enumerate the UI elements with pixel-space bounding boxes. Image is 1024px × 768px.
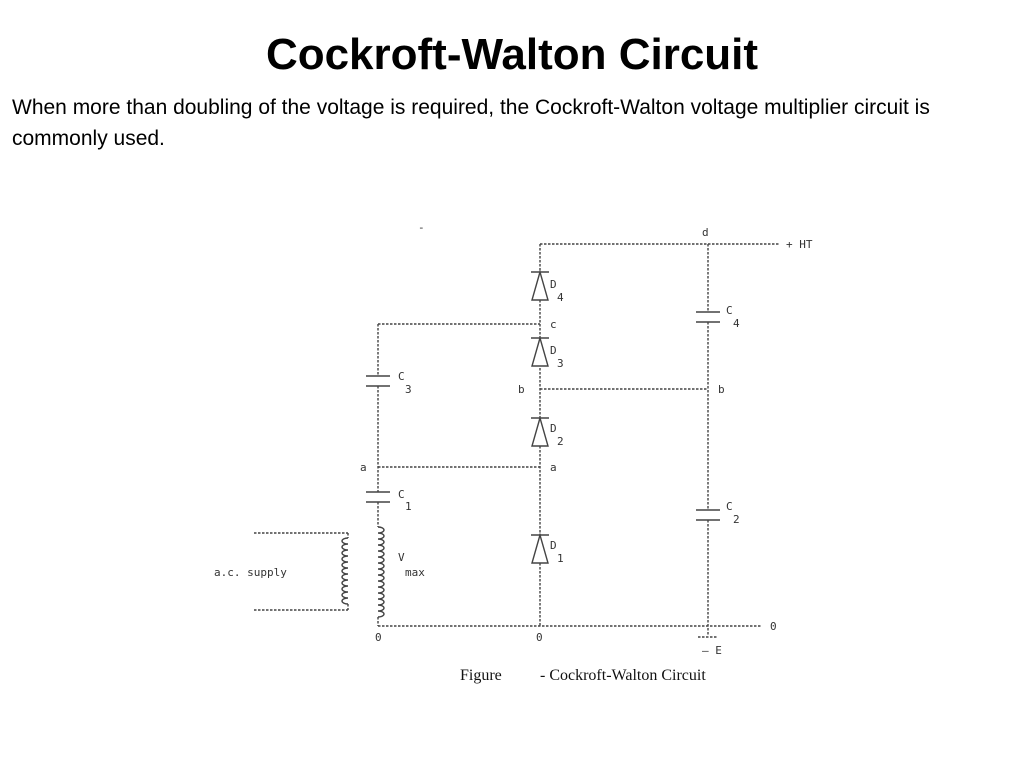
node-label-zero-right: 0 <box>770 620 777 633</box>
node-label-zero-mid: 0 <box>536 631 543 644</box>
capacitor-c1-letter: C <box>398 488 405 501</box>
diode-d1 <box>531 532 549 564</box>
transformer <box>341 526 385 618</box>
slide-body-text: When more than doubling of the voltage i… <box>12 96 930 150</box>
capacitor-c4-letter: C <box>726 304 733 317</box>
diode-d2 <box>531 415 549 447</box>
diode-d2-letter: D <box>550 422 557 435</box>
capacitor-c2-letter: C <box>726 500 733 513</box>
node-label-zero-transformer: 0 <box>375 631 382 644</box>
node-label-d: d <box>702 226 709 239</box>
capacitor-c3-letter: C <box>398 370 405 383</box>
diode-d4 <box>531 269 549 301</box>
capacitor-c4-index: 4 <box>733 317 740 330</box>
slide-title: Cockroft-Walton Circuit <box>265 30 759 79</box>
transformer-primary-coil <box>341 537 349 605</box>
node-label-a-right: a <box>550 461 557 474</box>
capacitor-c3 <box>366 375 390 387</box>
capacitor-c3-index: 3 <box>405 383 412 396</box>
capacitor-c1-index: 1 <box>405 500 412 513</box>
diode-d3-letter: D <box>550 344 557 357</box>
diode-d3 <box>531 335 549 367</box>
transformer-secondary-coil <box>377 526 385 618</box>
stray-mark: - <box>418 221 425 234</box>
figure-caption-text: - Cockroft-Walton Circuit <box>540 667 706 684</box>
diode-d3-index: 3 <box>557 357 564 370</box>
node-label-b-right: b <box>718 383 725 396</box>
vmax-label: V <box>398 551 405 564</box>
node-label-b-left: b <box>518 383 525 396</box>
diode-d1-letter: D <box>550 539 557 552</box>
diode-d1-index: 1 <box>557 552 564 565</box>
node-label-a-left: a <box>360 461 367 474</box>
capacitor-c4 <box>696 311 720 323</box>
ht-terminal-label: + HT <box>786 238 813 251</box>
capacitor-c1 <box>366 491 390 503</box>
capacitor-c2-index: 2 <box>733 513 740 526</box>
wires <box>254 243 780 638</box>
ground-label: — E <box>702 644 722 657</box>
diode-d2-index: 2 <box>557 435 564 448</box>
ac-supply-label: a.c. supply <box>214 566 287 579</box>
node-label-c: c <box>550 318 557 331</box>
diode-d4-index: 4 <box>557 291 564 304</box>
diode-d4-letter: D <box>550 278 557 291</box>
capacitor-c2 <box>696 509 720 521</box>
vmax-subscript: max <box>405 566 425 579</box>
figure-caption-prefix: Figure <box>460 667 502 684</box>
